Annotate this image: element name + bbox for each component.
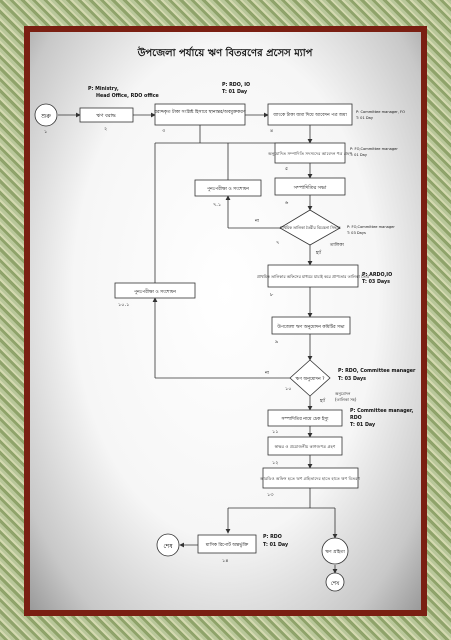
note-rdo-14: P: RDO T: 01 Day: [263, 534, 289, 548]
paper-background: [30, 32, 421, 610]
step-4: ৪: [270, 128, 273, 134]
label-yes-7: হ্যাঁ: [315, 249, 322, 256]
step-7: ৭: [276, 240, 279, 246]
box-recheck-10-1: [114, 282, 196, 299]
connectors: [58, 112, 338, 574]
box-upazila-committee-text: উপজেলা ঋণ অনুমোদন কমিটির সভা: [276, 323, 345, 330]
box-monthly-report: [197, 534, 257, 554]
step-11: ১১: [272, 429, 279, 435]
box-fund-transfer-text: বরাদ্দকৃত টাকা সংশ্লিষ্ট হিসাবে স্থানান্…: [153, 108, 246, 115]
note-rdo-io: P: RDO, IO T: 01 Day: [222, 82, 252, 95]
label-yes-10: হ্যাঁ: [319, 397, 326, 404]
box-recheck-7-1-text: পুনঃপরীক্ষা ও সংশোধন: [207, 185, 250, 192]
step-10: ১০: [285, 386, 292, 392]
step-5: ৫: [285, 166, 288, 172]
box-bank-deposit-text: ব্যাংকে টাকা জমা দিয়ে আবেদন পত্র জমা: [272, 111, 347, 118]
step-8: ৮: [270, 292, 274, 298]
box-loan-distribution: [262, 467, 359, 489]
box-signature-documents-text: স্বাক্ষর ও প্রয়োজনীয় কাগজপত্র গ্রহণ: [274, 444, 336, 449]
box-signature-documents: [267, 436, 343, 456]
step-6: ৬: [285, 200, 289, 206]
end-node-1: [156, 533, 180, 557]
label-list-2: (তালিকা সহ): [335, 397, 357, 402]
note-rdo-cm: P: RDO, Committee manager T: 03 Days: [338, 368, 417, 382]
step-12: ১২: [272, 460, 279, 466]
end-node-2-label: শেষ: [331, 581, 340, 587]
decision-preliminary-list-text: প্রাথমিক তালিকা তৈরীর বিবেচনা সিদ্ধান্ত: [280, 225, 341, 230]
box-fund-transfer: [154, 103, 246, 126]
loan-recipient-label: ঋণ গ্রহিতা: [325, 549, 345, 555]
step-13: ১৩: [267, 492, 274, 498]
step-10-1: ১০.১: [118, 302, 129, 308]
step-14: ১৪: [222, 558, 229, 564]
box-loan-allocation: [79, 107, 134, 123]
label-no-10: না: [264, 371, 270, 376]
box-committee-meeting-text: সম্পাদিতির সভা: [293, 185, 327, 191]
step-9: ৯: [275, 339, 278, 345]
note-cm-fo: P: Committee manager, FO T: 01 Day: [355, 110, 406, 120]
label-approved: অনুমোদন: [334, 391, 351, 396]
step-1: ১: [44, 129, 47, 135]
note-fo-cm-7: P: FO,Committee manager T: 03 Days: [346, 225, 396, 235]
box-recheck-7-1: [194, 179, 262, 197]
step-3: ৩: [162, 128, 166, 134]
note-fo-cm: P: FO,Committee manager T: 01 Day: [349, 147, 399, 157]
label-list: তালিকা: [329, 242, 344, 248]
start-label: শুরু: [40, 113, 51, 120]
decision-preliminary-list: [279, 209, 341, 246]
box-loan-distribution-text: আরডিও অফিস হতে ঋণ গ্রহিতাদের হাতে হাতে ঋ…: [259, 476, 360, 481]
box-cheque-issue-text: সম্পাদিতির নামে চেক ইস্যু: [281, 416, 330, 422]
note-ministry: P: Ministry, Head Office, RDO office: [88, 86, 160, 99]
box-upazila-committee: [271, 316, 351, 335]
step-numbers: ১ ২ ৩ ৪ ৫ ৬ ৭ ৭.১ ৮ ৯ ১০ ১০.১ ১১ ১২ ১৩ ১…: [44, 126, 292, 564]
step-2: ২: [104, 126, 107, 132]
box-application-receive: [274, 142, 346, 164]
page-title: উপজেলা পর্যায়ে ঋণ বিতরণের প্রসেস ম্যাপ: [137, 45, 314, 59]
box-application-receive-text: অনুমোদিত সম্পাদিতি সদস্যদের আবেদন পত্র গ…: [267, 151, 352, 156]
note-cm-rdo: P: Committee manager, RDO T: 01 Day: [350, 408, 415, 428]
box-monthly-report-text: মাসিক রিপোর্ট অন্তর্ভুক্তি: [205, 541, 249, 548]
start-node: [34, 103, 58, 127]
box-committee-meeting: [274, 177, 346, 196]
box-verification-list: [267, 264, 359, 288]
box-loan-allocation-text: ঋণ বরাদ্ধ: [96, 113, 116, 119]
step-7-1: ৭.১: [213, 202, 221, 208]
box-recheck-10-1-text: পুনঃপরীক্ষা ও সংশোধন: [134, 288, 177, 295]
end-node-2: [325, 572, 345, 592]
label-no-7: না: [254, 219, 260, 224]
end-node-1-label: শেষ: [163, 543, 173, 550]
box-verification-list-text: প্রাথমিক তালিকার অফিসের মাধ্যমে যাচাই কর…: [257, 274, 370, 279]
note-ardo: P: ARDO,IO T: 03 Days: [362, 272, 394, 285]
box-bank-deposit: [267, 103, 353, 126]
decision-loan-approval-text: ঋণ অনুমোদন ?: [296, 376, 326, 382]
loan-recipient-node: [321, 537, 349, 565]
decision-loan-approval: [289, 359, 331, 397]
box-cheque-issue: [267, 409, 343, 427]
